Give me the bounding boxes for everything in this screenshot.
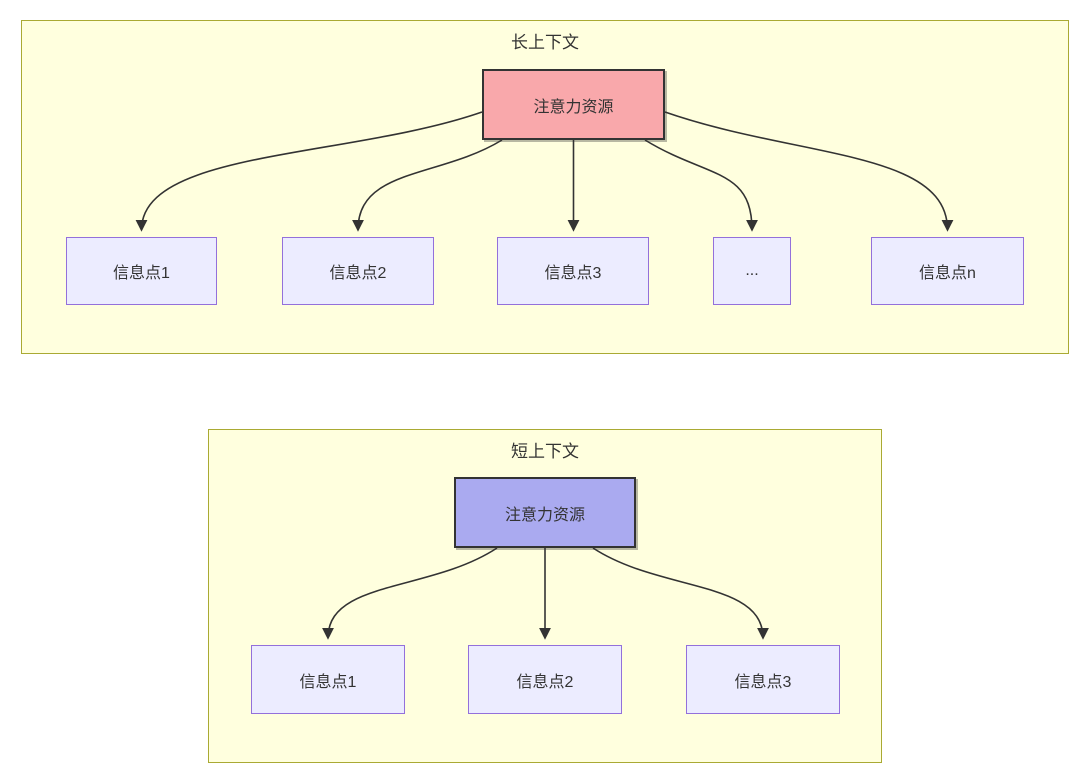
info-node-short-3: 信息点3 — [686, 645, 840, 714]
info-node-long-n: 信息点n — [871, 237, 1024, 305]
cluster-title-long-context: 长上下文 — [511, 33, 579, 52]
info-node-long-2: 信息点2 — [282, 237, 434, 305]
info-node-long-ellipsis: ... — [713, 237, 791, 305]
info-node-short-1: 信息点1 — [251, 645, 405, 714]
info-node-long-3: 信息点3 — [497, 237, 649, 305]
info-node-short-2: 信息点2 — [468, 645, 622, 714]
attention-node-long-context: 注意力资源 — [482, 69, 665, 140]
cluster-title-short-context: 短上下文 — [511, 442, 579, 461]
attention-node-short-context: 注意力资源 — [454, 477, 636, 548]
info-node-long-1: 信息点1 — [66, 237, 217, 305]
